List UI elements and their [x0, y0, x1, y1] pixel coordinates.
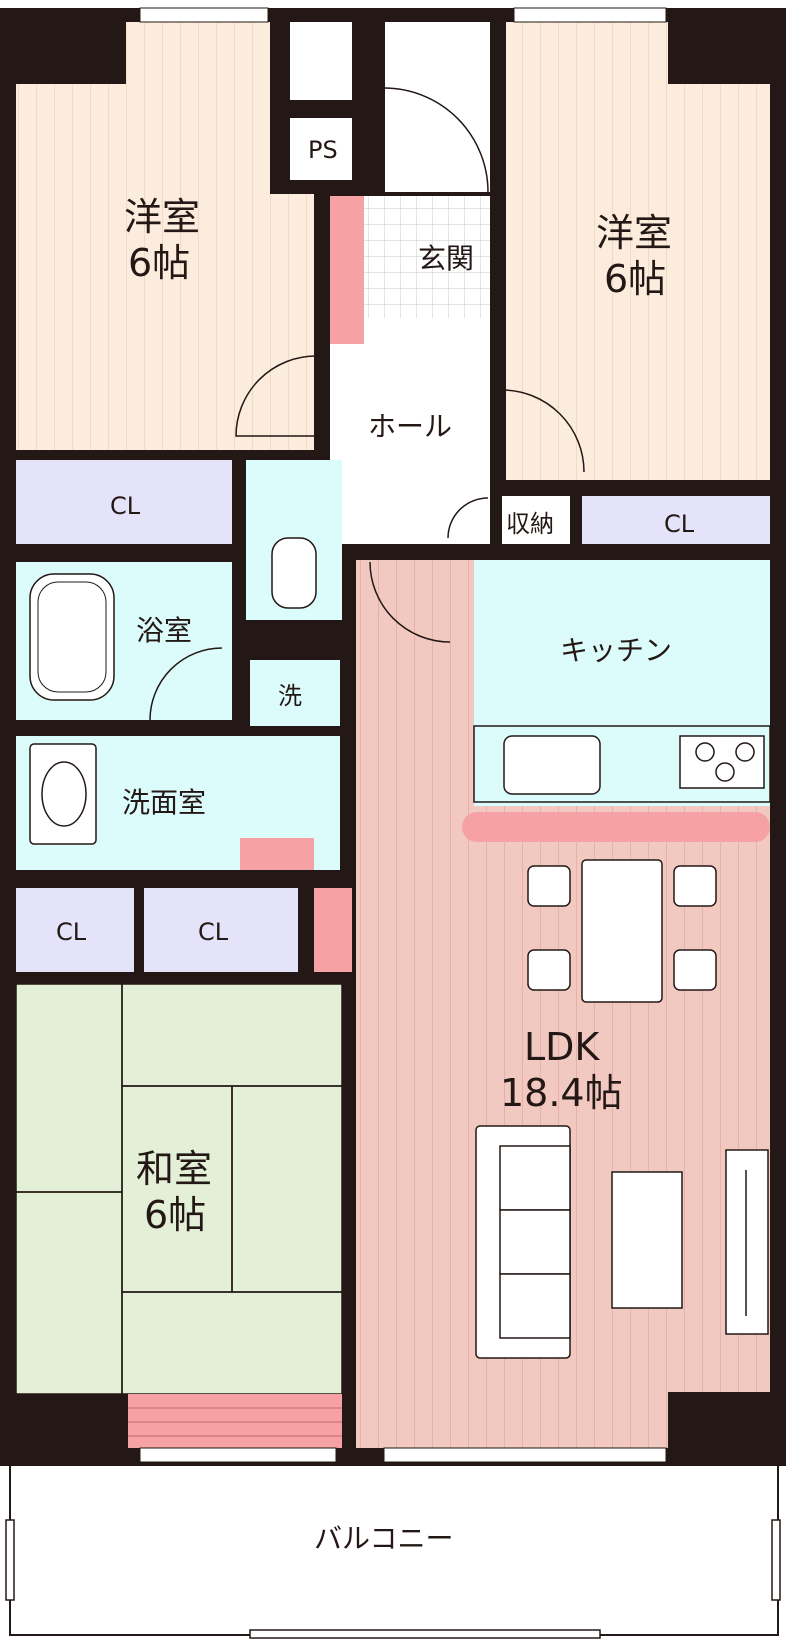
kitchen — [462, 560, 771, 842]
kitchen-label: キッチン — [560, 634, 672, 667]
sink — [503, 735, 601, 795]
japanese-room-name: 和室 — [136, 1147, 212, 1191]
closet-japanese-1 — [16, 888, 134, 972]
japanese-room-size: 6帖 — [144, 1193, 206, 1237]
pipe-space — [290, 118, 352, 180]
storage — [502, 496, 570, 544]
living-furniture — [475, 1125, 769, 1359]
pipe-space-label: PS — [308, 136, 338, 164]
closet-japanese-1-label: CL — [56, 918, 87, 946]
vanity — [29, 743, 97, 845]
ldk-size: 18.4帖 — [500, 1071, 623, 1115]
closet-western-1 — [16, 460, 232, 544]
balcony-label: バルコニー — [314, 1522, 453, 1555]
storage-label: 収納 — [506, 510, 554, 538]
bathtub — [29, 573, 115, 701]
dining-set — [527, 859, 717, 1003]
entrance-label: 玄関 — [418, 242, 474, 275]
kitchen-counter — [462, 812, 770, 842]
western-room-2-name: 洋室 — [596, 211, 672, 255]
western-room-1-name: 洋室 — [124, 195, 200, 239]
closet-japanese-2-label: CL — [198, 918, 229, 946]
laundry-label: 洗 — [278, 682, 302, 710]
laundry — [250, 660, 340, 726]
bathroom-label: 浴室 — [136, 614, 192, 647]
japanese-room — [15, 983, 343, 1448]
toilet-fixture — [271, 537, 317, 609]
closet-western-1-label: CL — [110, 492, 141, 520]
balcony — [5, 1464, 781, 1639]
ldk-name: LDK — [524, 1025, 600, 1069]
washroom-label: 洗面室 — [122, 786, 206, 819]
hall-label: ホール — [368, 410, 452, 443]
closet-western-2 — [582, 496, 770, 544]
closet-western-2-label: CL — [664, 510, 695, 538]
western-room-2-size: 6帖 — [604, 257, 666, 301]
closet-japanese-2 — [144, 888, 298, 972]
western-room-1-size: 6帖 — [128, 241, 190, 285]
western-room-2 — [506, 22, 770, 480]
western-room-1 — [16, 22, 314, 450]
